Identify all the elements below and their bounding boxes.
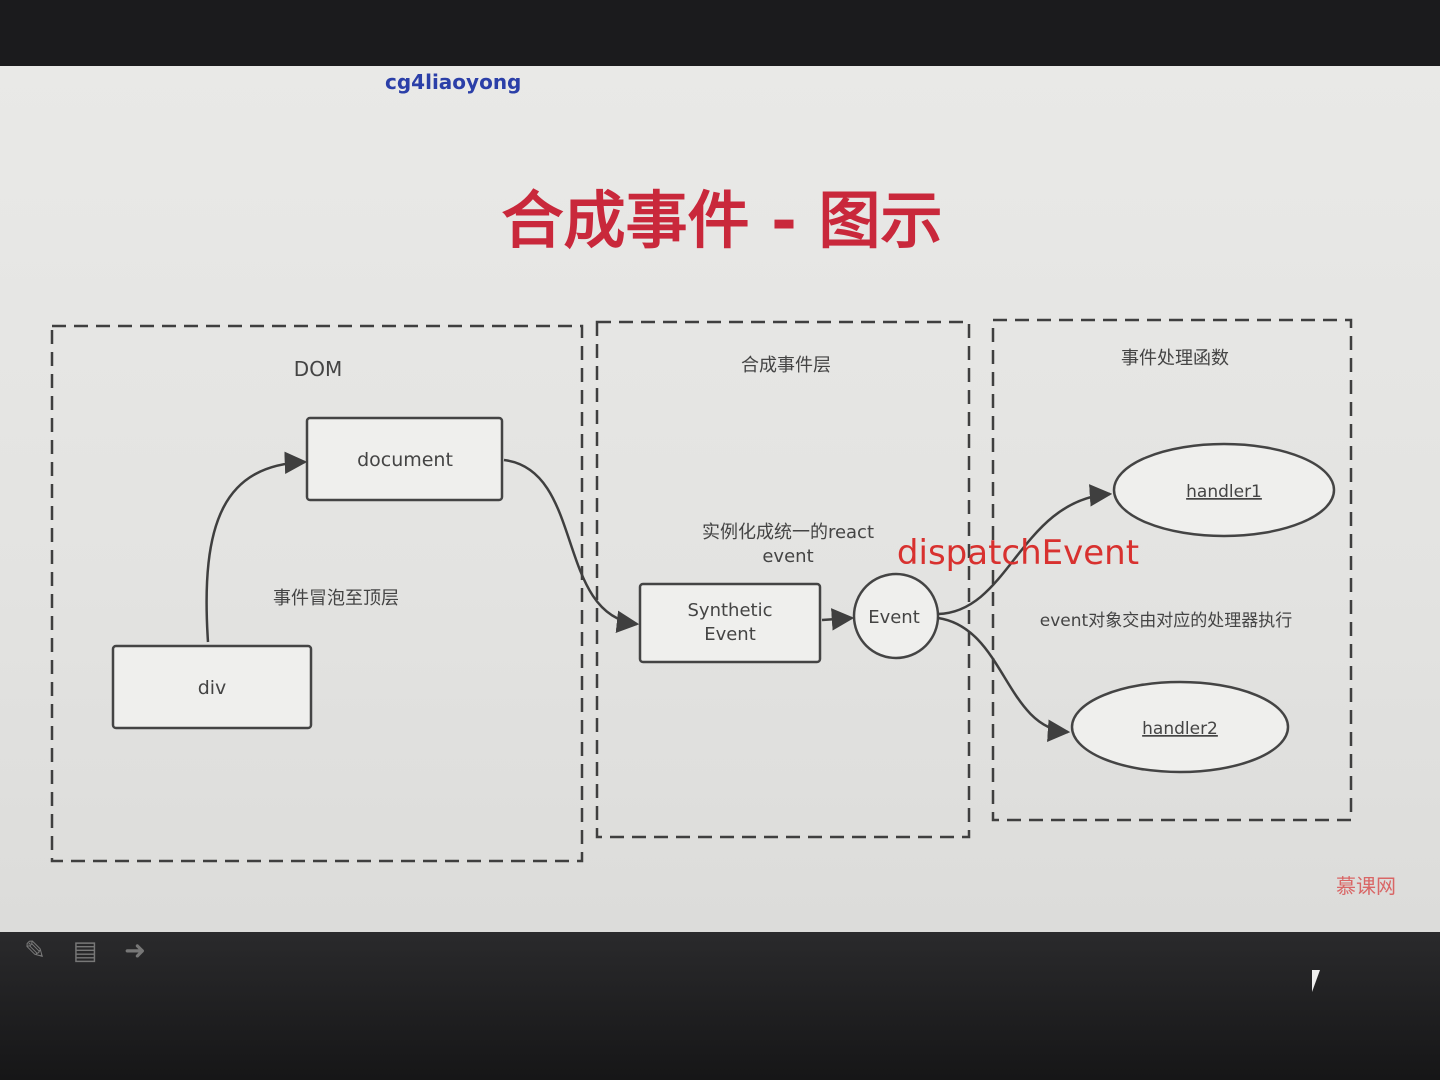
- handler2-label: handler2: [1142, 719, 1218, 739]
- watermark-text: cg4liaoyong: [385, 70, 522, 94]
- div-label: div: [198, 677, 227, 699]
- handler1-node: [1112, 442, 1336, 538]
- note-icon[interactable]: ▤: [72, 936, 98, 966]
- handler2-node: [1070, 680, 1290, 774]
- dispatch-annotation: dispatchEvent: [897, 533, 1139, 573]
- event-label: Event: [868, 607, 920, 628]
- synthetic-event-node: [638, 582, 822, 664]
- handler1-label: handler1: [1186, 482, 1262, 502]
- synthetic-event-label-line2: Event: [704, 624, 756, 645]
- arrow-div-to-document: [205, 451, 308, 643]
- arrow-synthetic-to-event: [821, 608, 855, 631]
- arrow-document-to-synthetic: [503, 458, 640, 633]
- arrow-right-icon[interactable]: ➜: [124, 936, 146, 966]
- screen-bezel: [0, 932, 1440, 1080]
- document-label: document: [357, 449, 453, 471]
- brand-logo: 慕课网: [1336, 874, 1396, 898]
- arrow-event-to-handler2: [937, 616, 1071, 742]
- region-synthetic-box: [595, 320, 971, 839]
- bubble-annotation: 事件冒泡至顶层: [273, 588, 399, 609]
- region-dom-box: [50, 324, 584, 863]
- div-node: [111, 644, 313, 730]
- region-dom-label: DOM: [294, 357, 342, 381]
- region-handlers-box: [991, 318, 1353, 822]
- instantiate-annotation-line1: 实例化成统一的react: [702, 522, 874, 543]
- arrow-event-to-handler1: [937, 484, 1113, 616]
- synthetic-event-label-line1: Synthetic: [688, 600, 773, 621]
- page-title: 合成事件 - 图示: [502, 184, 943, 257]
- execute-annotation: event对象交由对应的处理器执行: [1040, 611, 1292, 631]
- mouse-cursor-icon: [1312, 970, 1328, 992]
- instantiate-annotation-line2: event: [762, 546, 813, 567]
- pen-icon[interactable]: ✎: [24, 936, 46, 966]
- region-synthetic-label: 合成事件层: [741, 355, 831, 376]
- region-handlers-label: 事件处理函数: [1121, 348, 1229, 369]
- presentation-toolbar: ✎ ▤ ➜: [18, 936, 152, 966]
